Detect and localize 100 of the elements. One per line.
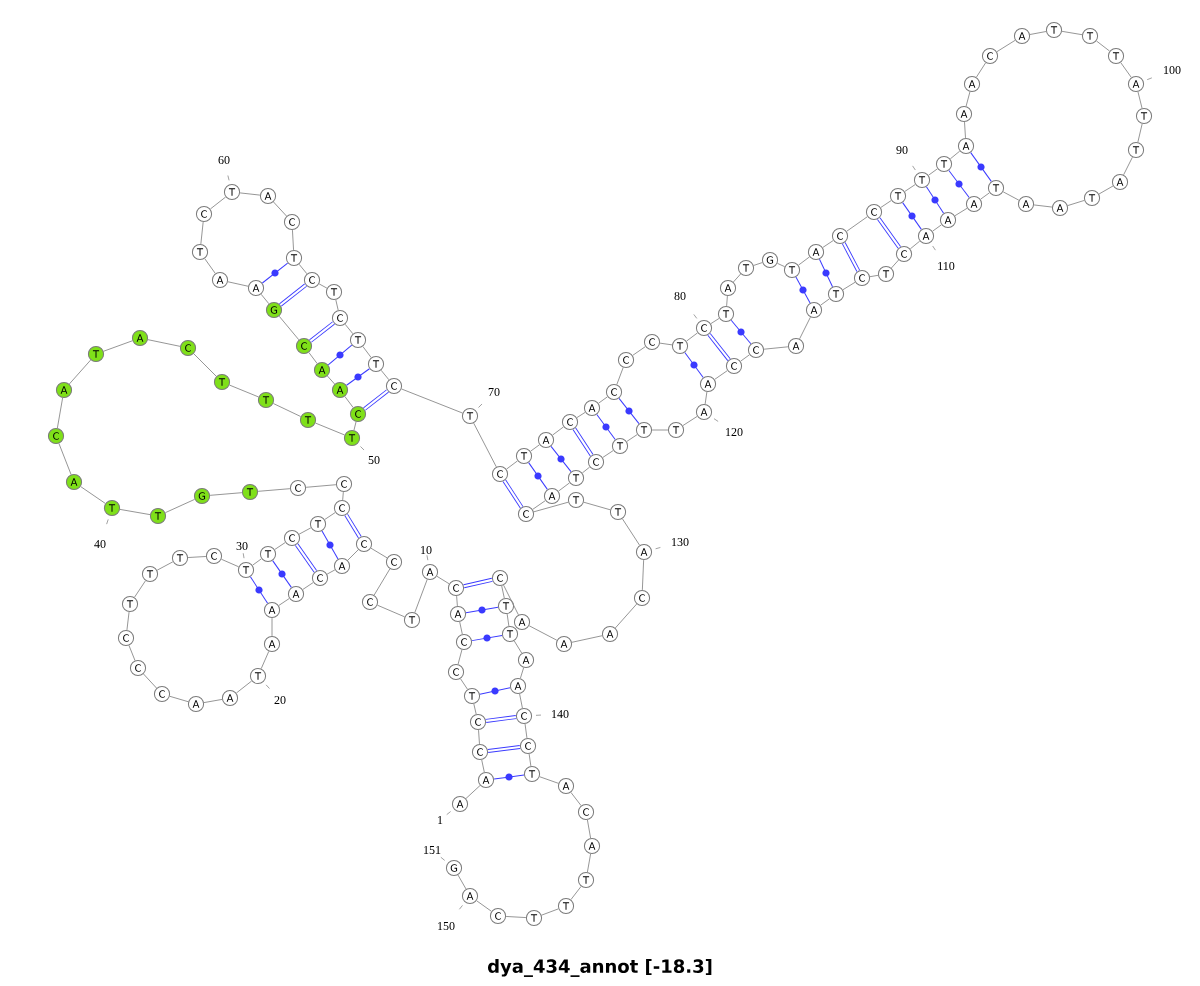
backbone-line <box>370 547 388 559</box>
backbone-line <box>740 354 750 362</box>
backbone-line <box>271 617 273 637</box>
backbone-line <box>704 391 708 405</box>
base-pair-line <box>346 368 370 386</box>
base-pair-line <box>618 397 640 425</box>
backbone-line <box>103 340 133 352</box>
backbone-line <box>1061 30 1083 36</box>
base-pair-line <box>707 333 731 361</box>
backbone-line <box>119 508 151 516</box>
backbone-line <box>822 240 834 248</box>
backbone-line <box>377 604 405 618</box>
backbone-line <box>586 853 592 873</box>
backbone-line <box>252 558 262 566</box>
base-pair-line <box>465 606 499 614</box>
backbone-line <box>187 556 207 558</box>
backbone-line <box>996 39 1016 53</box>
backbone-line <box>229 384 259 398</box>
backbone-line <box>586 819 592 839</box>
backbone-line <box>344 323 354 335</box>
backbone-line <box>308 352 318 364</box>
backbone-line <box>414 579 428 613</box>
backbone-line <box>278 315 300 341</box>
backbone-line <box>457 874 467 890</box>
backbone-line <box>56 397 64 429</box>
base-pair-line <box>327 344 353 366</box>
backbone-line <box>710 317 720 325</box>
backbone-line <box>457 649 463 665</box>
backbone-line <box>539 776 559 784</box>
base-pair-line <box>970 152 992 182</box>
backbone-line <box>353 421 357 431</box>
backbone-line <box>524 723 528 739</box>
base-pair-line <box>279 283 307 307</box>
backbone-line <box>602 450 614 458</box>
backbone-line <box>503 584 519 616</box>
base-pair-line <box>479 687 511 695</box>
backbone-line <box>1098 185 1114 195</box>
backbone-line <box>128 645 136 661</box>
backbone-line <box>928 168 938 176</box>
backbone-line <box>1096 40 1111 52</box>
backbone-line <box>501 585 505 599</box>
backbone-line <box>632 346 646 356</box>
backbone-line <box>732 273 742 283</box>
backbone-line <box>58 443 72 475</box>
backbone-line <box>614 603 638 629</box>
backbone-line <box>347 549 359 561</box>
backbone-line <box>1137 123 1143 143</box>
backbone-line <box>272 403 302 417</box>
backbone-line <box>342 491 344 501</box>
backbone-line <box>904 184 916 192</box>
backbone-line <box>373 568 391 596</box>
backbone-line <box>869 274 879 278</box>
base-pair-line <box>842 242 861 272</box>
backbone-line <box>505 916 527 919</box>
backbone-line <box>126 611 130 631</box>
backbone-line <box>541 908 559 916</box>
backbone-line <box>344 396 354 408</box>
base-pair-line <box>493 773 525 781</box>
backbone-line <box>209 492 243 496</box>
base-pair-line <box>528 462 548 490</box>
backbone-line <box>1123 156 1133 176</box>
backbone-line <box>327 375 336 385</box>
backbone-line <box>949 150 961 160</box>
backbone-line <box>473 422 497 468</box>
backbone-line <box>581 466 591 474</box>
backbone-line <box>533 501 569 513</box>
backbone-line <box>558 482 570 492</box>
backbone-line <box>932 224 942 232</box>
backbone-line <box>278 598 290 606</box>
backbone-line <box>571 635 603 643</box>
backbone-line <box>626 434 638 442</box>
backbone-line <box>1002 191 1020 201</box>
backbone-line <box>298 263 308 275</box>
backbone-line <box>714 370 728 380</box>
backbone-line <box>260 293 270 305</box>
backbone-line <box>326 569 336 575</box>
backbone-line <box>616 367 624 385</box>
backbone-line <box>799 316 811 340</box>
backbone-line <box>302 582 314 590</box>
backbone-line <box>890 259 900 269</box>
base-pair-line <box>485 715 517 723</box>
backbone-line <box>80 486 106 504</box>
backbone-line <box>235 680 253 694</box>
backbone-line <box>401 388 463 414</box>
backbone-line <box>169 695 189 703</box>
backbone-line <box>380 369 390 381</box>
base-pair-line <box>344 513 362 539</box>
backbone-line <box>842 281 856 291</box>
backbone-line <box>473 703 477 715</box>
backbone-line <box>193 353 217 377</box>
backbone-line <box>798 256 810 266</box>
backbone-line <box>570 791 582 807</box>
backbone-line <box>239 192 261 196</box>
backbone-line <box>147 339 181 347</box>
backbone-line <box>506 613 510 627</box>
base-pair-line <box>295 543 317 573</box>
base-pair-line <box>730 319 752 345</box>
backbone-line <box>583 501 611 511</box>
base-pair-line <box>819 258 834 288</box>
backbone-line <box>204 258 216 274</box>
